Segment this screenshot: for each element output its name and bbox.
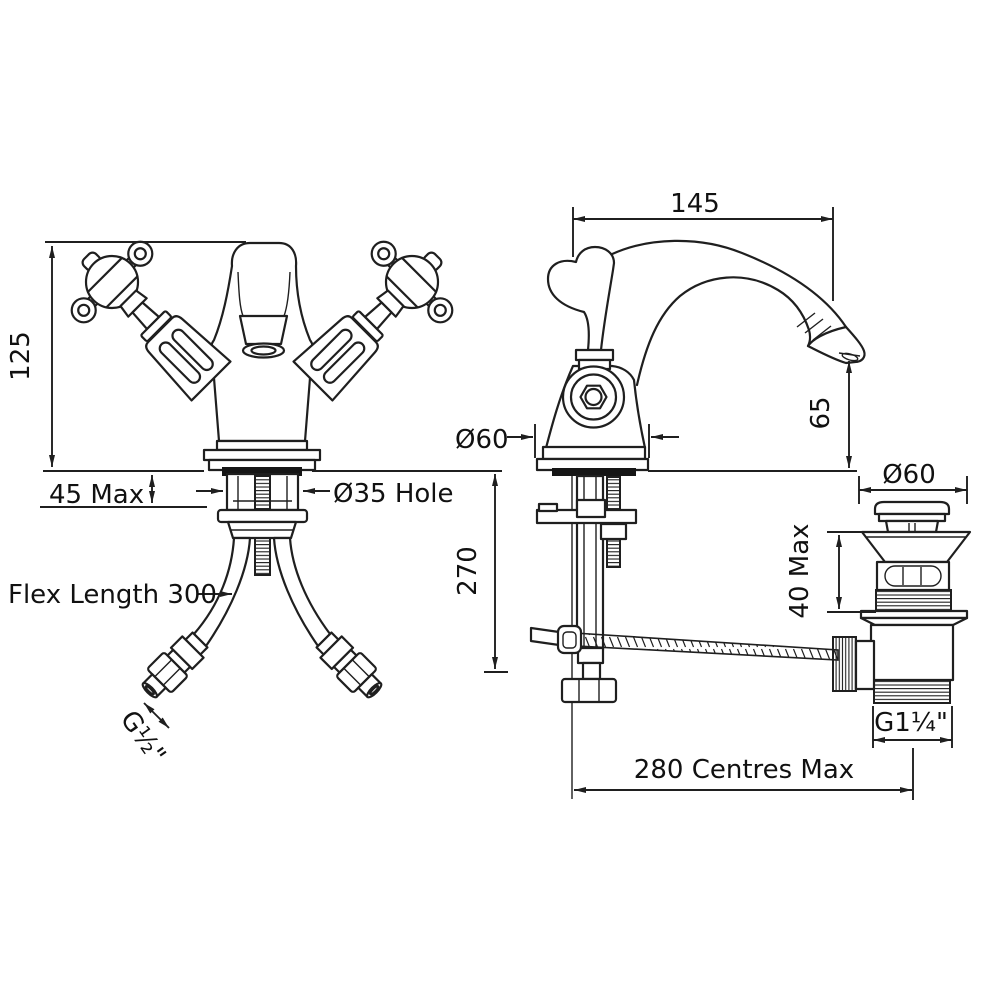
dim-hole-label: Ø35 Hole — [333, 479, 454, 509]
rod-ball-joint — [832, 636, 857, 692]
front-spout-nozzle — [238, 314, 289, 346]
rod-clamp — [556, 624, 583, 655]
dim-height-125: 125 — [6, 241, 246, 467]
side-under-deck — [529, 474, 839, 799]
dim-body-dia-label: Ø60 — [455, 425, 509, 455]
dim-reach-label: 145 — [670, 189, 720, 219]
dim-below-deck-270: 270 — [453, 474, 508, 673]
side-view — [529, 239, 972, 799]
front-base-gasket — [222, 467, 302, 476]
front-right-flex-tail — [272, 536, 332, 648]
side-spout — [608, 239, 866, 387]
waste-rod-port — [854, 639, 876, 691]
dim-waste-depth-label: 40 Max — [785, 523, 815, 618]
dim-reach-145: 145 — [572, 189, 834, 301]
dim-below-deck-label: 270 — [453, 546, 483, 596]
dim-inlet-thread: G½" — [114, 702, 171, 769]
waste-body — [869, 623, 955, 682]
dim-waste-dia-label: Ø60 — [882, 460, 936, 490]
side-hex-nut — [560, 677, 618, 704]
front-tap-body — [209, 241, 315, 443]
dim-waste-depth-40max: 40 Max — [785, 523, 876, 619]
dim-waste-thread-label: G1¼" — [874, 708, 948, 738]
dim-spout-height-label: 65 — [806, 396, 836, 429]
side-spout-nozzle — [806, 325, 866, 365]
dim-base-45max: 45 Max — [40, 475, 207, 510]
dim-spout-height-65: 65 — [806, 361, 852, 468]
side-base — [535, 445, 650, 476]
front-view — [48, 218, 476, 706]
front-right-hose-connector — [310, 626, 390, 706]
front-threaded-shank — [254, 475, 271, 511]
waste-overflow-slot — [884, 565, 942, 587]
dim-centres-280: 280 Centres Max — [574, 748, 914, 800]
dim-waste-thread: G1¼" — [872, 706, 953, 748]
dim-waste-dia-o60: Ø60 — [858, 460, 968, 504]
pop-up-waste — [832, 500, 972, 704]
dim-height-label: 125 — [6, 331, 36, 381]
front-left-hose-connector — [134, 626, 214, 706]
side-lever-rod-end — [529, 626, 561, 647]
dim-body-dia-o60: Ø60 — [455, 424, 679, 458]
front-under-deck — [134, 472, 390, 706]
dim-flex-length: Flex Length 300 — [8, 580, 232, 610]
side-base-gasket — [552, 468, 636, 476]
front-washer-plate — [216, 508, 309, 524]
dim-flex-label: Flex Length 300 — [8, 580, 217, 610]
side-fixing-nut — [599, 522, 628, 541]
dim-hole-o35: Ø35 Hole — [196, 479, 454, 509]
front-base — [202, 439, 322, 476]
dim-base-max-label: 45 Max — [49, 480, 144, 510]
dim-inlet-thread-label: G½" — [114, 705, 171, 769]
side-valve-housing — [561, 365, 626, 429]
waste-bottom-thread — [873, 679, 951, 704]
dimensions: 125 45 Max Ø35 Hole Flex Length 300 G½" — [6, 189, 968, 800]
side-lever-handle — [546, 245, 616, 371]
dim-centres-label: 280 Centres Max — [634, 755, 854, 785]
